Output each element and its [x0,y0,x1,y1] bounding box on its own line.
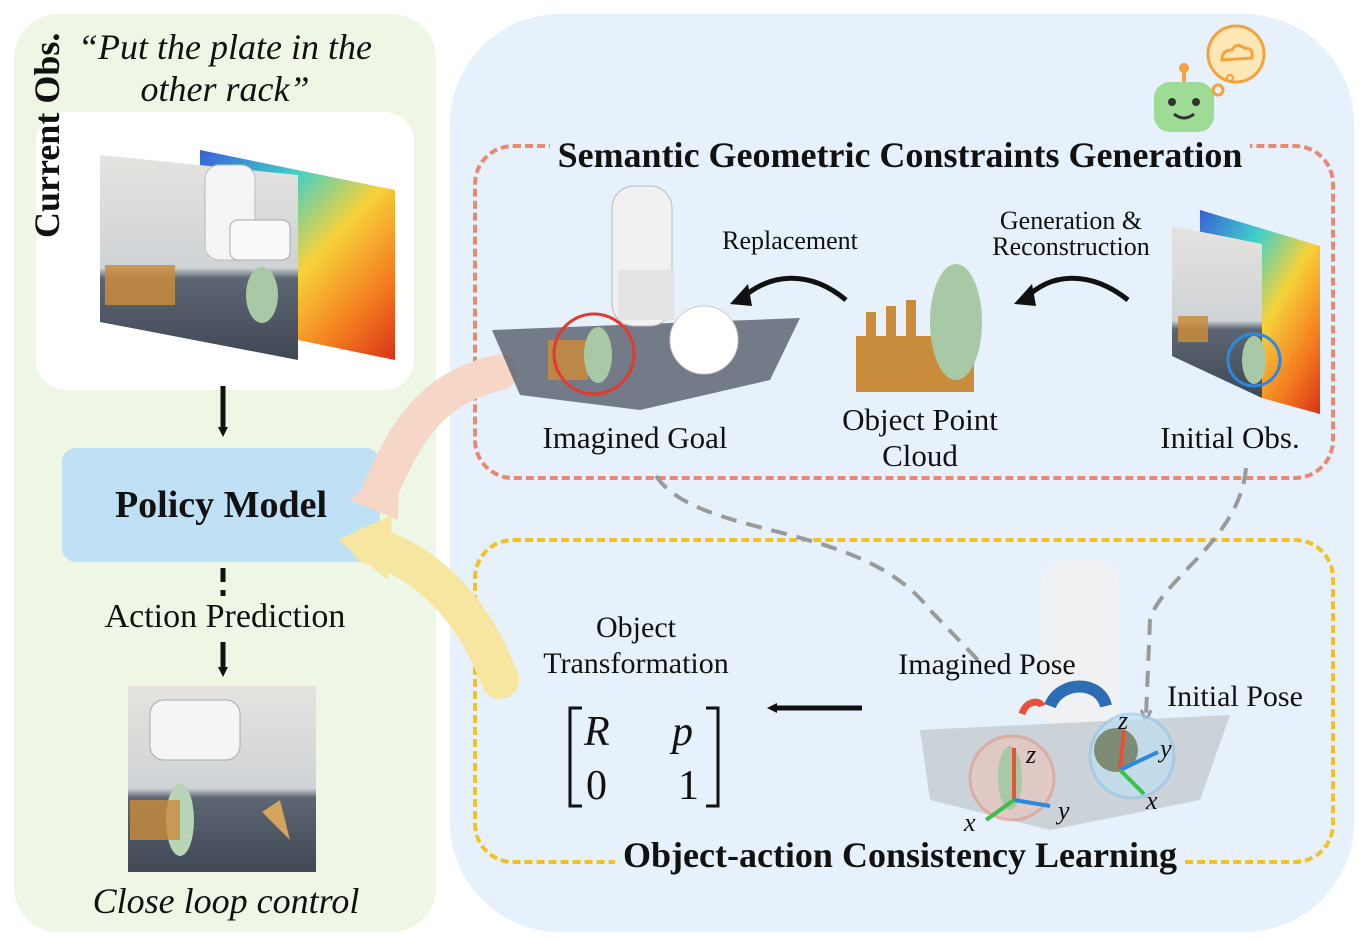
generation-reconstruction-label: Generation & Reconstruction [992,206,1150,261]
close-loop-image [128,686,316,872]
matrix-r: R [584,709,610,755]
policy-model-box: Policy Model [62,448,380,562]
policy-model-label: Policy Model [114,484,328,526]
thought-cloud-icon [1206,24,1266,97]
replacement-arrowhead [730,284,752,306]
transform-matrix-brackets [568,706,720,808]
initial-pose-label: Initial Pose [1167,680,1303,713]
initial-axis-y-label: y [1160,734,1172,763]
imagined-x-axis [984,798,1016,822]
imagined-pose-label: Imagined Pose [898,648,1076,681]
imagined-axis-z-label: z [1026,740,1037,769]
imagined-goal-label: Imagined Goal [542,420,728,455]
oacl-title: Object-action Consistency Learning [470,834,1330,876]
goal-to-imagined-pose-connector [654,474,980,662]
pose-rotation-arrow-small [1018,698,1046,716]
robot-avatar-icon [1154,63,1214,132]
initial-axis-z-label: z [1118,706,1129,735]
instruction-line-1: “Put the plate in the [78,27,372,67]
current-obs-rgb-image [100,155,298,360]
matrix-p: p [672,709,693,755]
initial-axis-x-label: x [1146,786,1158,815]
initial-obs-depth-image [1200,210,1320,414]
sgcg-title: Semantic Geometric Constraints Generatio… [470,134,1330,176]
replacement-arrow [738,275,848,302]
generation-arrowhead [1014,284,1036,306]
imagined-goal-scene [492,185,800,410]
generation-arrow [1022,275,1130,302]
replacement-label: Replacement [722,226,858,255]
close-loop-label: Close loop control [92,881,360,921]
initial-x-axis [1118,768,1146,796]
imagined-axis-x-label: x [964,808,976,837]
initial-obs-label: Initial Obs. [1160,420,1300,455]
action-prediction-label: Action Prediction [104,598,346,635]
instruction-line-2: other rack” [140,69,310,109]
goal-to-policy-arrowhead [350,455,400,520]
imagined-y-axis [1013,798,1051,808]
object-transformation-label: Object Transformation [543,611,729,680]
transform-to-policy-arrow [351,526,519,699]
initial-obs-rgb-image [1172,226,1282,398]
object-point-cloud [856,264,982,392]
initial-z-axis [1118,729,1126,771]
instruction-text: “Put the plate in the other rack” [40,26,410,110]
matrix-one: 1 [678,763,699,809]
imagined-axis-y-label: y [1058,796,1070,825]
pose-scene [920,560,1230,830]
transform-to-policy-arrowhead [338,515,392,580]
matrix-zero: 0 [586,763,607,809]
initial-obs-to-initial-pose-connector [1146,467,1248,716]
initial-y-axis [1119,750,1159,772]
object-point-cloud-label: Object Point Cloud [842,402,998,473]
pose-rotation-arrow [1044,680,1112,709]
